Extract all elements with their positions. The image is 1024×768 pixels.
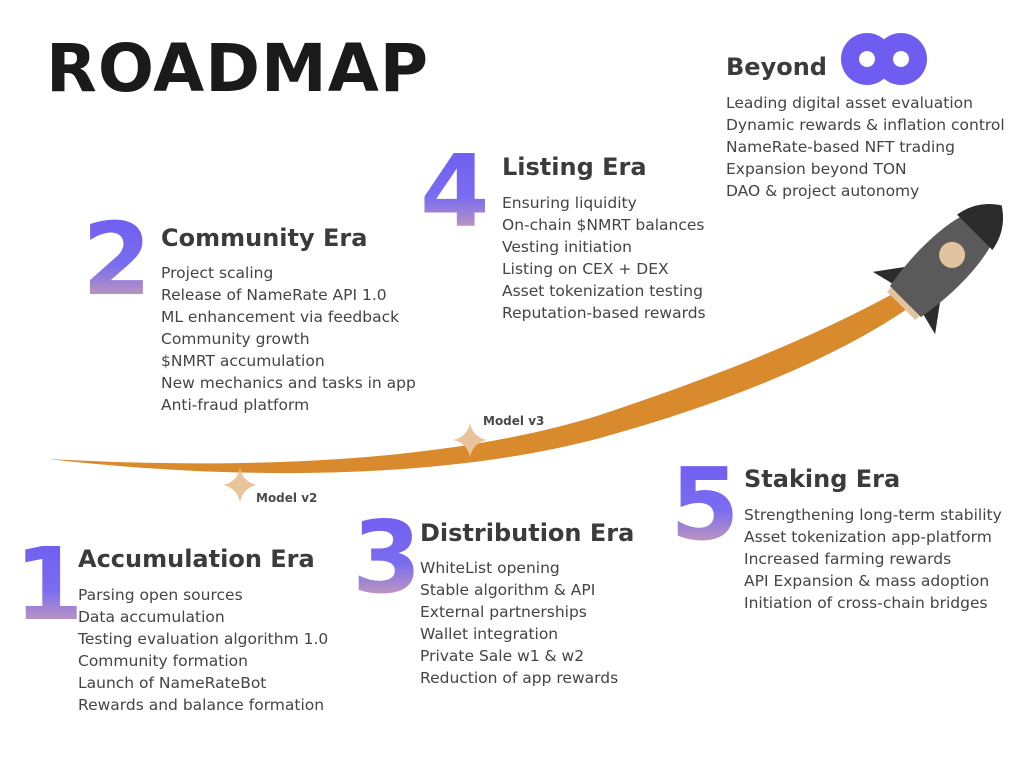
era-5-list: Strengthening long-term stability Asset … (744, 504, 1002, 614)
sparkle-icon (223, 468, 257, 502)
list-item: Strengthening long-term stability (744, 506, 1002, 524)
list-item: Community formation (78, 652, 248, 670)
page-title: ROADMAP (46, 30, 430, 107)
list-item: Reputation-based rewards (502, 304, 706, 322)
list-item: Community growth (161, 330, 310, 348)
list-item: Ensuring liquidity (502, 194, 637, 212)
infinity-icon (841, 33, 927, 85)
list-item: Project scaling (161, 264, 274, 282)
list-item: New mechanics and tasks in app (161, 374, 416, 392)
beyond-list: Leading digital asset evaluation Dynamic… (726, 92, 1005, 202)
list-item: Asset tokenization app-platform (744, 528, 992, 546)
list-item: Listing on CEX + DEX (502, 260, 669, 278)
era-4-number: 4 (420, 133, 490, 250)
list-item: Testing evaluation algorithm 1.0 (78, 630, 329, 648)
era-4-title: Listing Era (502, 153, 647, 181)
list-item: Leading digital asset evaluation (726, 94, 973, 112)
era-2-title: Community Era (161, 224, 368, 252)
list-item: Wallet integration (420, 625, 559, 643)
list-item: Stable algorithm & API (420, 581, 596, 599)
list-item: Dynamic rewards & inflation control (726, 116, 1005, 134)
list-item: Parsing open sources (78, 586, 243, 604)
list-item: Release of NameRate API 1.0 (161, 286, 387, 304)
list-item: Rewards and balance formation (78, 696, 325, 714)
list-item: Data accumulation (78, 608, 225, 626)
era-3-number: 3 (352, 499, 422, 616)
model-v3-label: Model v3 (483, 414, 545, 428)
list-item: Vesting initiation (502, 238, 632, 256)
list-item: ML enhancement via feedback (161, 308, 400, 326)
era-1-title: Accumulation Era (78, 545, 315, 573)
list-item: DAO & project autonomy (726, 182, 920, 200)
list-item: $NMRT accumulation (161, 352, 325, 370)
list-item: NameRate-based NFT trading (726, 138, 955, 156)
sparkle-icon (453, 423, 487, 457)
list-item: Launch of NameRateBot (78, 674, 267, 692)
list-item: Initiation of cross-chain bridges (744, 594, 988, 612)
era-1-number: 1 (14, 526, 84, 643)
trail-curve (48, 286, 920, 474)
model-v2-label: Model v2 (256, 491, 318, 505)
list-item: Increased farming rewards (744, 550, 952, 568)
era-4-list: Ensuring liquidity On-chain $NMRT balanc… (502, 192, 706, 324)
list-item: Asset tokenization testing (502, 282, 703, 300)
era-2-number: 2 (82, 201, 152, 318)
list-item: External partnerships (420, 603, 587, 621)
list-item: On-chain $NMRT balances (502, 216, 705, 234)
era-3-list: WhiteList opening Stable algorithm & API… (420, 557, 618, 689)
list-item: Expansion beyond TON (726, 160, 907, 178)
list-item: Private Sale w1 & w2 (420, 647, 585, 665)
list-item: API Expansion & mass adoption (744, 572, 990, 590)
list-item: Anti-fraud platform (161, 396, 310, 414)
era-3-title: Distribution Era (420, 519, 635, 547)
list-item: Reduction of app rewards (420, 669, 619, 687)
rocket-icon (872, 203, 1004, 335)
beyond-title: Beyond (726, 53, 827, 81)
list-item: WhiteList opening (420, 559, 560, 577)
era-5-number: 5 (670, 446, 740, 563)
era-1-list: Parsing open sources Data accumulation T… (78, 584, 328, 716)
era-2-list: Project scaling Release of NameRate API … (161, 262, 416, 416)
era-5-title: Staking Era (744, 465, 901, 493)
